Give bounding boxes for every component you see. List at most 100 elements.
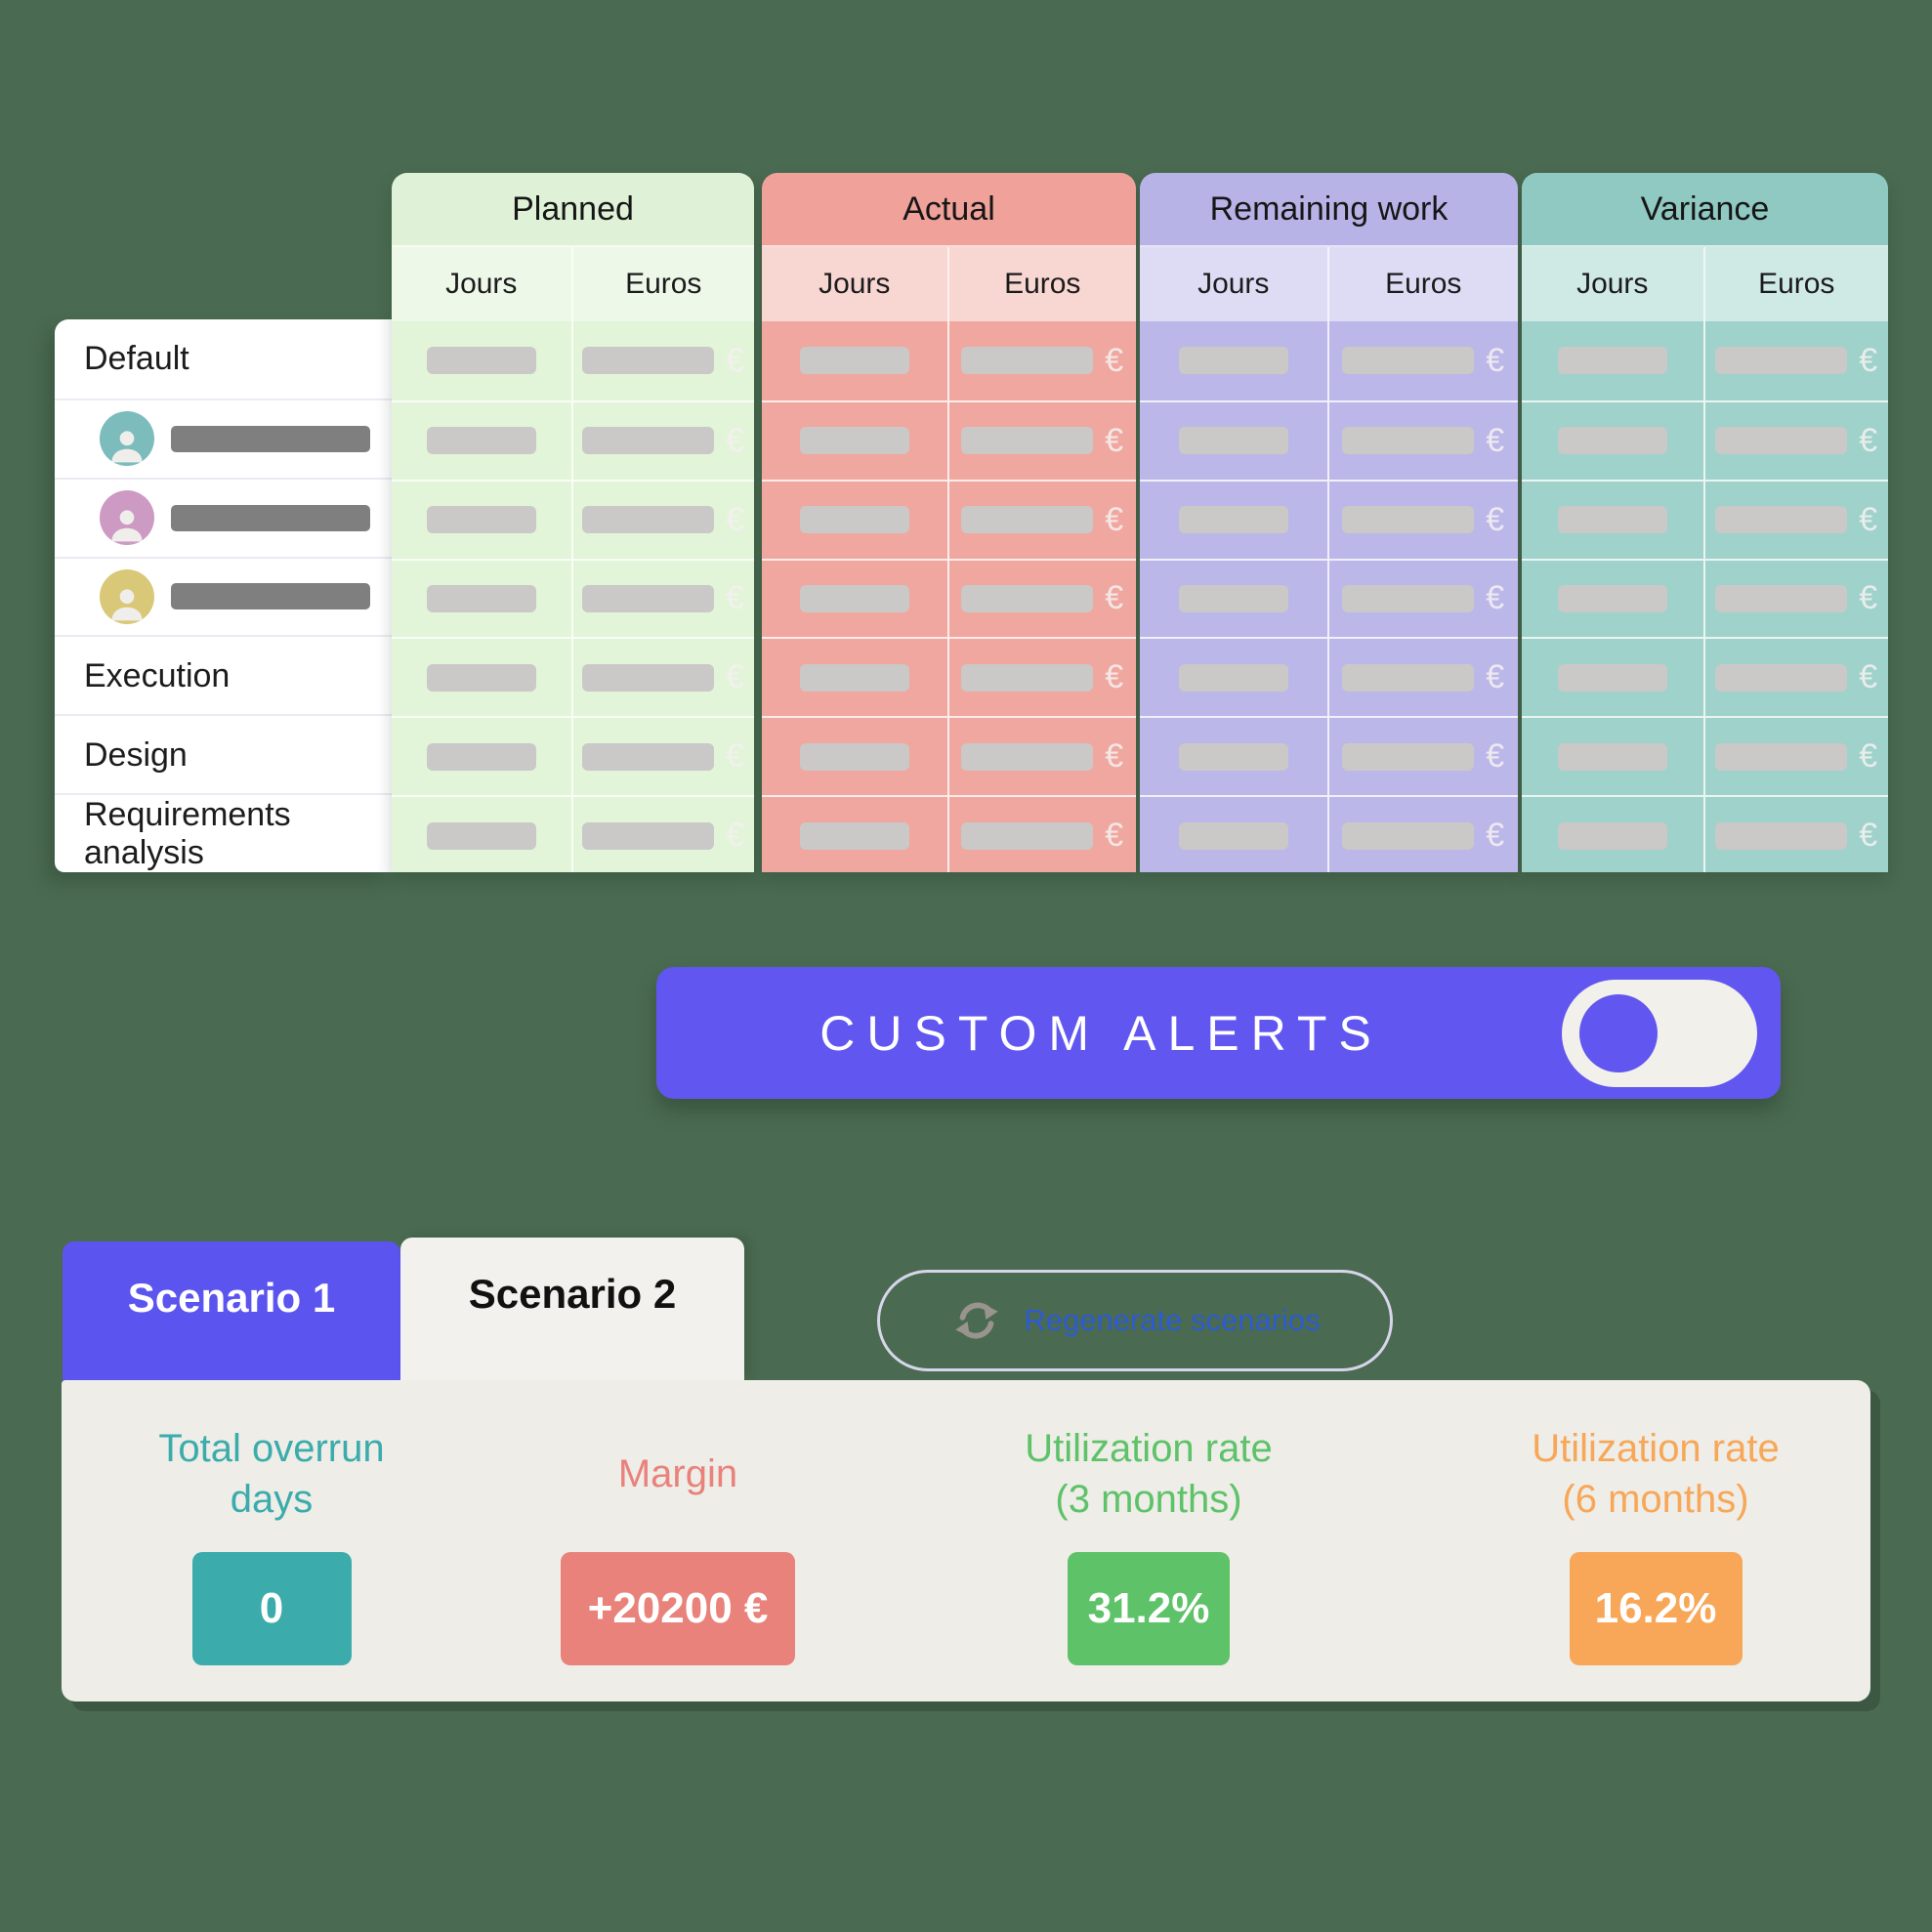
table-cell-euros[interactable]: € [1329,561,1519,638]
table-cell-jours[interactable] [1522,321,1705,400]
value-placeholder [961,347,1094,375]
table-cell-euros[interactable]: € [1329,482,1519,559]
metric-value: 31.2% [1087,1584,1210,1632]
table-cell-jours[interactable] [762,481,949,559]
table-cell-euros[interactable]: € [949,561,1137,638]
euro-symbol: € [1859,421,1878,459]
table-cell-jours[interactable] [1522,639,1705,717]
table-cell-euros[interactable]: € [1705,718,1889,795]
table-cell-jours[interactable] [1522,401,1705,480]
table-cell-euros[interactable]: € [1705,321,1889,400]
table-row: € [1140,795,1518,872]
value-placeholder [961,584,1094,612]
table-cell-jours[interactable] [762,560,949,638]
column-group-remaining-work: Remaining work Jours Euros €€€€€€€ [1140,173,1518,872]
table-row: € [762,716,1137,796]
table-cell-jours[interactable] [392,718,573,796]
metric-value: 0 [259,1584,284,1632]
table-cell-jours[interactable] [392,401,573,480]
table-row: € [392,321,754,400]
table-cell-euros[interactable]: € [573,561,755,638]
table-cell-jours[interactable] [762,639,949,717]
table-cell-jours[interactable] [762,401,949,480]
row-label: Execution [84,656,231,694]
table-cell-jours[interactable] [1140,401,1329,480]
table-cell-euros[interactable]: € [949,639,1137,716]
table-cell-jours[interactable] [1140,560,1329,638]
table-cell-euros[interactable]: € [949,797,1137,872]
table-cell-jours[interactable] [1522,481,1705,559]
value-placeholder [1342,427,1475,455]
subheader-euros: Euros [1004,268,1081,300]
table-row: € [1140,637,1519,717]
table-cell-euros[interactable]: € [1329,639,1519,716]
refresh-icon [955,1302,999,1339]
table-cell-jours[interactable] [1522,718,1705,796]
table-row: € [1140,399,1519,480]
row-label: Requirements analysis [84,796,291,871]
table-cell-euros[interactable]: € [573,402,755,480]
table-row: € [1522,716,1889,796]
table-cell-jours[interactable] [392,321,573,400]
table-cell-euros[interactable]: € [949,321,1137,400]
table-cell-euros[interactable]: € [1705,639,1889,716]
table-cell-euros[interactable]: € [1705,561,1889,638]
tab-scenario-2[interactable]: Scenario 2 [400,1238,744,1380]
table-row-default: Default [55,319,392,399]
table-cell-jours[interactable] [392,639,573,717]
table-cell-euros[interactable]: € [1705,482,1889,559]
table-cell-euros[interactable]: € [1329,321,1519,400]
table-cell-jours[interactable] [1140,321,1329,400]
table-cell-euros[interactable]: € [1329,718,1519,795]
euro-symbol: € [726,737,745,776]
cells-variance: €€€€€€€ [1522,321,1888,872]
euro-symbol: € [1105,658,1124,696]
table-cell-euros[interactable]: € [573,797,755,872]
table-cell-euros[interactable]: € [949,402,1137,480]
value-placeholder [1342,821,1475,850]
table-cell-euros[interactable]: € [1329,797,1519,872]
table-cell-jours[interactable] [392,797,573,872]
table-cell-euros[interactable]: € [1705,402,1889,480]
metric-label: Total overrun days [158,1427,385,1521]
table-cell-euros[interactable]: € [1705,797,1889,872]
table-row-member-3 [55,556,392,636]
table-cell-jours[interactable] [762,797,949,872]
user-avatar-icon [100,411,154,467]
table-row: € [762,795,1136,872]
regenerate-scenarios-label: Regenerate scenarios [1024,1303,1321,1337]
value-placeholder [1178,506,1288,534]
table-cell-jours[interactable] [392,481,573,559]
table-cell-jours[interactable] [762,718,949,796]
table-cell-jours[interactable] [1140,639,1329,717]
table-cell-jours[interactable] [1140,718,1329,796]
value-placeholder [426,506,536,534]
value-placeholder [1715,584,1848,612]
table-cell-jours[interactable] [392,560,573,638]
table-cell-euros[interactable]: € [573,718,755,795]
euro-symbol: € [1859,658,1878,696]
table-cell-jours[interactable] [762,321,949,400]
table-cell-euros[interactable]: € [949,482,1137,559]
table-cell-euros[interactable]: € [949,718,1137,795]
table-row: € [392,637,755,717]
table-cell-euros[interactable]: € [573,482,755,559]
subheader-row: Jours Euros [1140,247,1518,321]
table-cell-jours[interactable] [1522,797,1705,872]
custom-alerts-toggle[interactable] [1562,979,1757,1087]
euro-symbol: € [1105,500,1124,538]
table-cell-euros[interactable]: € [573,639,755,716]
value-placeholder [1557,663,1667,692]
table-cell-jours[interactable] [1522,560,1705,638]
value-placeholder [1178,821,1288,850]
euro-symbol: € [1105,421,1124,459]
regenerate-scenarios-button[interactable]: Regenerate scenarios [877,1270,1393,1371]
table-cell-euros[interactable]: € [1329,402,1519,480]
tab-scenario-1[interactable]: Scenario 1 [63,1241,400,1380]
metric-value-box: 31.2% [1068,1552,1230,1665]
table-cell-euros[interactable]: € [573,321,755,400]
table-cell-jours[interactable] [1140,797,1329,872]
table-cell-jours[interactable] [1140,481,1329,559]
value-placeholder [1715,821,1848,850]
table-row: € [392,795,754,872]
